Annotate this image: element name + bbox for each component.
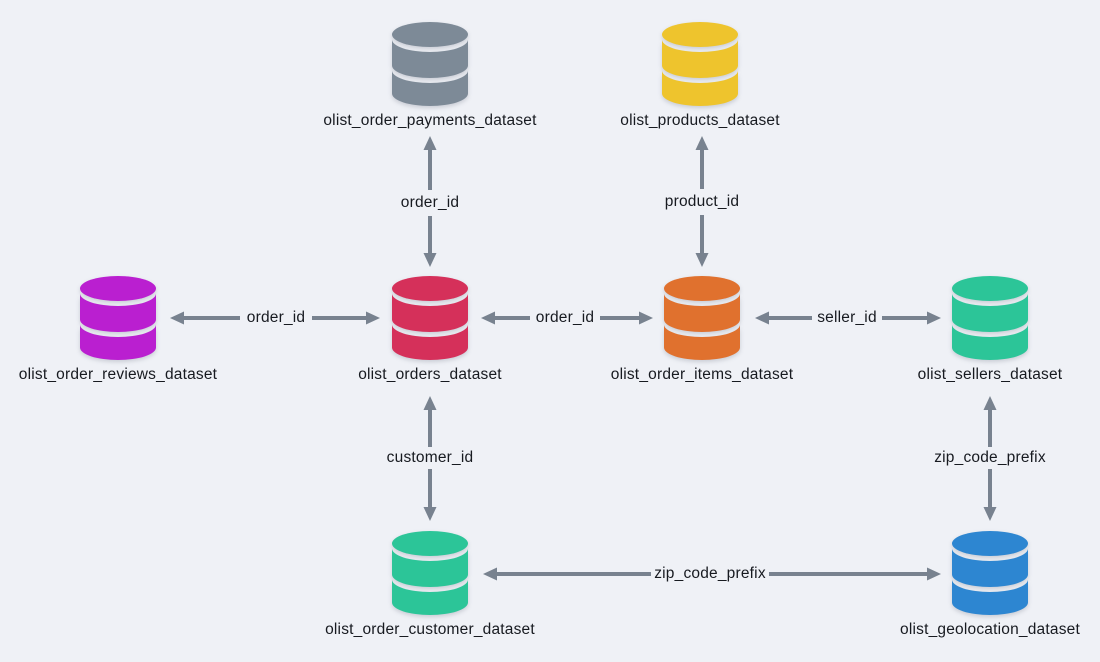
edge-reviews-orders <box>170 311 380 325</box>
node-label: olist_orders_dataset <box>358 366 502 383</box>
node-olist_order_reviews_dataset: olist_order_reviews_dataset <box>0 276 278 384</box>
node-label: olist_order_items_dataset <box>610 366 794 383</box>
edge-items-sellers <box>755 311 941 325</box>
database-icon <box>392 22 468 106</box>
node-olist_order_items_dataset: olist_order_items_dataset <box>542 276 862 384</box>
node-olist_order_payments_dataset: olist_order_payments_dataset <box>270 22 590 130</box>
database-icon <box>392 531 468 615</box>
edge-label-zip_code_prefix: zip_code_prefix <box>654 565 766 582</box>
node-olist_order_customer_dataset: olist_order_customer_dataset <box>270 531 590 639</box>
edge-customer-geolocation <box>483 567 941 581</box>
node-label: olist_order_reviews_dataset <box>18 366 218 383</box>
edge-orders-items <box>481 311 653 325</box>
database-icon <box>392 276 468 360</box>
node-olist_geolocation_dataset: olist_geolocation_dataset <box>830 531 1100 639</box>
database-icon <box>664 276 740 360</box>
node-label: olist_order_payments_dataset <box>323 112 537 129</box>
node-olist_orders_dataset: olist_orders_dataset <box>270 276 590 384</box>
database-icon <box>952 531 1028 615</box>
edge-label-order_id: order_id <box>400 194 460 211</box>
edge-payments-orders <box>423 136 437 267</box>
edge-label-customer_id: customer_id <box>386 449 474 466</box>
node-label: olist_sellers_dataset <box>917 366 1063 383</box>
node-label: olist_products_dataset <box>620 112 780 129</box>
edge-orders-customer <box>423 396 437 521</box>
edge-label-order_id: order_id <box>535 309 595 326</box>
edge-label-order_id: order_id <box>246 309 306 326</box>
edge-label-zip_code_prefix: zip_code_prefix <box>934 449 1046 466</box>
edge-label-seller_id: seller_id <box>817 309 877 326</box>
database-icon <box>80 276 156 360</box>
node-olist_products_dataset: olist_products_dataset <box>540 22 860 130</box>
node-label: olist_geolocation_dataset <box>900 621 1080 638</box>
node-label: olist_order_customer_dataset <box>325 621 535 638</box>
edge-sellers-geolocation <box>983 396 997 521</box>
edge-label-product_id: product_id <box>664 193 740 210</box>
edge-products-items <box>695 136 709 267</box>
node-olist_sellers_dataset: olist_sellers_dataset <box>830 276 1100 384</box>
database-icon <box>662 22 738 106</box>
database-icon <box>952 276 1028 360</box>
